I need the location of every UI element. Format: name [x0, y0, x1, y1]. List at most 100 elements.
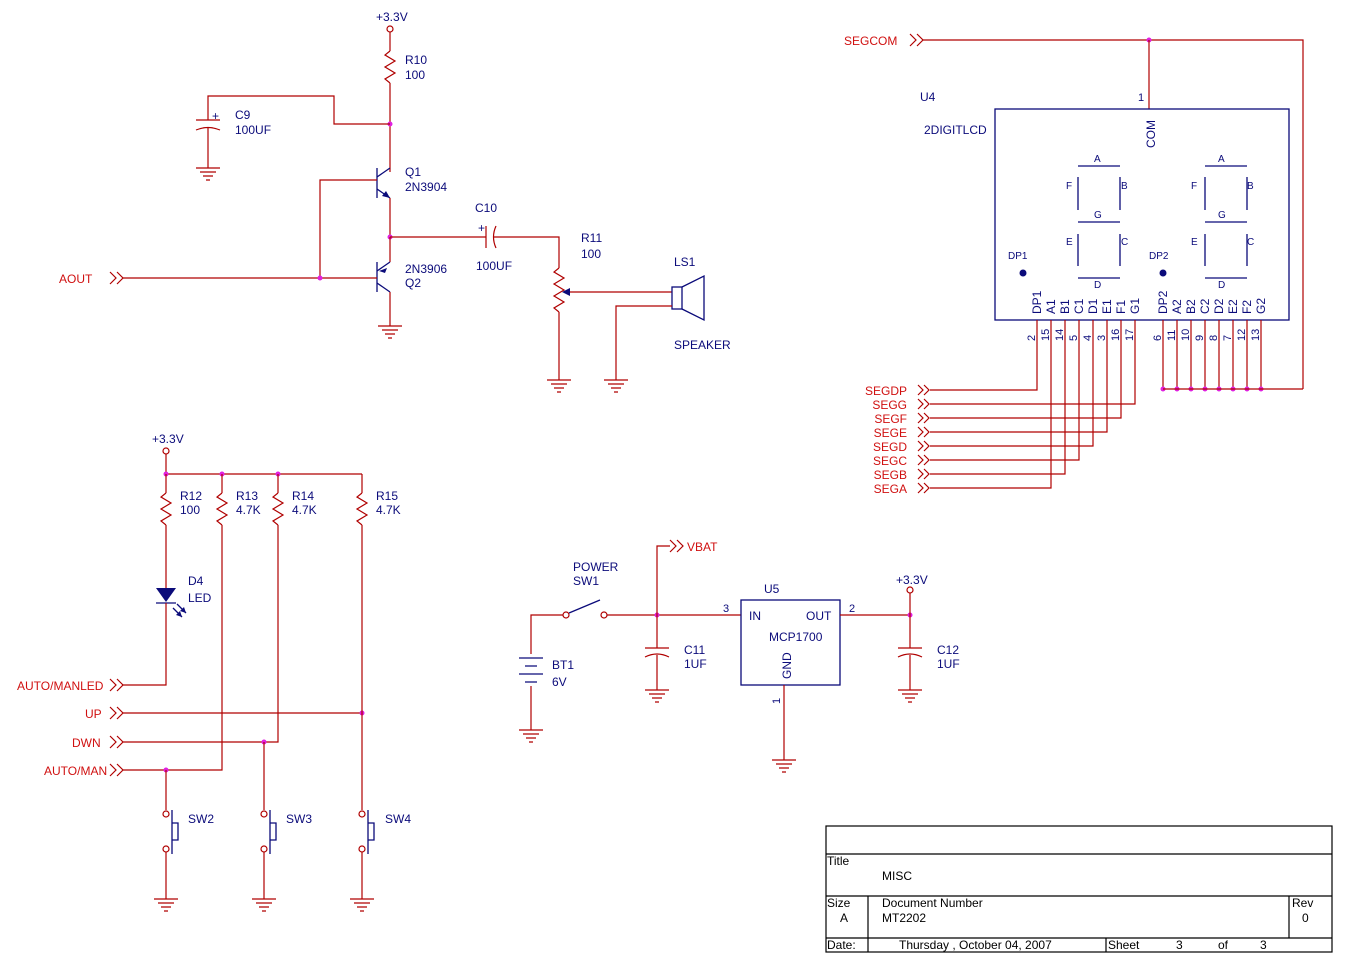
net-label-segdp: SEGDP — [865, 384, 907, 398]
seg-g-label: G — [1218, 210, 1226, 221]
c10-plus: + — [478, 221, 485, 235]
c9-value: 100UF — [235, 123, 271, 137]
net-label-sega: SEGA — [874, 482, 907, 496]
q1-value: 2N3904 — [405, 180, 447, 194]
potentiometer-r11-symbol — [552, 267, 566, 313]
net-label-up: UP — [85, 707, 102, 721]
ground-icon — [518, 723, 544, 743]
battery-bt1-symbol — [519, 657, 543, 683]
lcd-section: SEGCOM 1 U4 2DIGITLCD COM A B C D E F G … — [844, 33, 1304, 496]
offpage-connector-icon — [917, 398, 930, 410]
r14-value: 4.7K — [292, 503, 317, 517]
net-label-segb: SEGB — [874, 468, 907, 482]
c10-ref: C10 — [475, 201, 497, 215]
resistor-r14-symbol — [272, 492, 284, 526]
ground-icon — [349, 892, 375, 912]
lcd-pin-number: 17 — [1124, 329, 1136, 341]
sw2-ref: SW2 — [188, 812, 214, 826]
switch-section: +3.3V R12 100 R13 4.7K R14 4.7K R15 4.7K… — [17, 432, 411, 912]
lcd-pin-number: 2 — [1026, 335, 1038, 341]
lcd-u4-box — [994, 108, 1290, 321]
tb-size-label: Size — [827, 896, 851, 910]
lcd-digit-1: A B C D E F G — [1066, 154, 1128, 291]
seg-d-label: D — [1218, 280, 1225, 291]
dp1-label: DP1 — [1008, 251, 1028, 262]
resistor-r13-symbol — [216, 492, 228, 526]
u5-in-label: IN — [749, 609, 761, 623]
ground-icon — [377, 319, 403, 339]
lcd-pin-name: C2 — [1198, 298, 1212, 314]
seg-b-label: B — [1247, 181, 1254, 192]
net-label-segg: SEGG — [872, 398, 907, 412]
lcd-pin-number: 13 — [1250, 329, 1262, 341]
title-block: Title MISC Size A Document Number MT2202… — [825, 825, 1333, 953]
lcd-pin-name: F2 — [1240, 300, 1254, 314]
r11-value: 100 — [581, 247, 601, 261]
ground-icon — [771, 753, 797, 773]
lcd-pin-name: B2 — [1184, 299, 1198, 314]
sw1-value: POWER — [573, 560, 619, 574]
c12-ref: C12 — [937, 643, 959, 657]
seg-b-label: B — [1121, 181, 1128, 192]
capacitor-c11-symbol — [644, 615, 670, 684]
q1-ref: Q1 — [405, 165, 421, 179]
u5-gnd-label: GND — [780, 652, 794, 679]
d4-ref: D4 — [188, 574, 204, 588]
c9-plus: + — [212, 109, 219, 123]
lcd-pin-number: 12 — [1236, 329, 1248, 341]
net-label-segf: SEGF — [874, 412, 907, 426]
r15-ref: R15 — [376, 489, 398, 503]
switch-sw3-symbol — [260, 810, 268, 818]
seg-c-label: C — [1121, 237, 1128, 248]
lcd-pin-name: F1 — [1114, 300, 1128, 314]
switch-sw2-symbol — [162, 810, 170, 818]
seg-g-label: G — [1094, 210, 1102, 221]
ground-icon — [897, 683, 923, 703]
lcd-pin-name: D1 — [1086, 298, 1100, 314]
audio-section: +3.3V R10 100 + C9 100UF Q1 2N3904 2N390… — [59, 10, 731, 393]
q2-value: 2N3906 — [405, 262, 447, 276]
lcd-pin-number: 9 — [1194, 335, 1206, 341]
lcd-pin-number: 10 — [1180, 329, 1192, 341]
power-port-symbol — [162, 447, 170, 455]
u4-pin-com: 1 — [1138, 92, 1144, 104]
speaker-icon — [671, 286, 683, 310]
tb-date-label: Date: — [827, 938, 856, 952]
power-switch-sw1-symbol — [562, 611, 570, 619]
net-label-segd: SEGD — [873, 440, 907, 454]
net-label-auto-man: AUTO/MAN — [44, 764, 107, 778]
seg-e-label: E — [1191, 237, 1198, 248]
offpage-connector-icon — [669, 539, 684, 553]
r15-value: 4.7K — [376, 503, 401, 517]
lcd-pin-number: 6 — [1152, 335, 1164, 341]
ground-icon — [195, 161, 221, 181]
tb-title: MISC — [882, 869, 912, 883]
c12-value: 1UF — [937, 657, 960, 671]
r11-ref: R11 — [581, 231, 602, 245]
offpage-connector-icon — [109, 735, 124, 749]
r10-ref: R10 — [405, 53, 427, 67]
net-label-segcom: SEGCOM — [844, 34, 897, 48]
seg-d-label: D — [1094, 280, 1101, 291]
offpage-connector-icon — [909, 33, 924, 47]
ls1-ref: LS1 — [674, 255, 696, 269]
offpage-connector-icon — [109, 271, 124, 285]
ground-icon — [546, 373, 572, 393]
regulator-u5-box — [740, 599, 841, 686]
offpage-connector-icon — [917, 412, 930, 424]
bt1-value: 6V — [552, 675, 567, 689]
junction-dot — [317, 275, 323, 281]
u4-com-label: COM — [1144, 120, 1158, 148]
switch-sw4-symbol — [358, 810, 366, 818]
lcd-pin-name: G2 — [1254, 298, 1268, 314]
tb-rev-label: Rev — [1292, 896, 1313, 910]
lcd-pin-name: E1 — [1100, 299, 1114, 314]
resistor-r15-symbol — [356, 492, 368, 526]
lcd-pin-number: 3 — [1096, 335, 1108, 341]
c11-ref: C11 — [684, 643, 705, 657]
lcd-pin-name: G1 — [1128, 298, 1142, 314]
lcd-pin-number: 14 — [1054, 329, 1066, 341]
tb-sheets: 3 — [1260, 938, 1267, 952]
power-port-symbol — [906, 586, 914, 594]
